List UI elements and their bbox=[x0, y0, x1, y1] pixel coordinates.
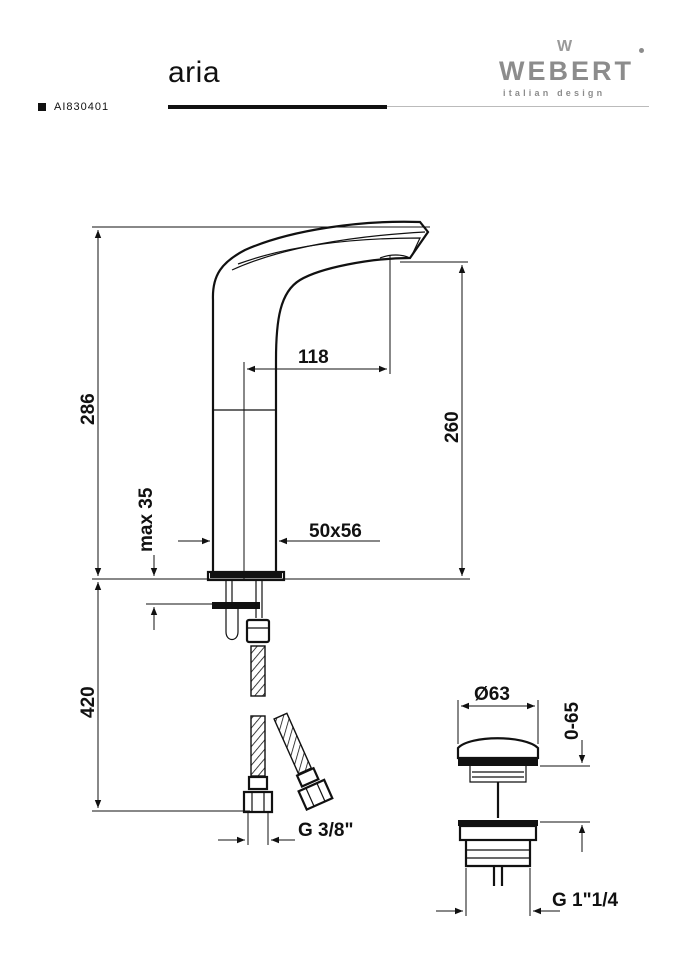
faucet-base-fill bbox=[210, 573, 282, 578]
waste-dimension-lines bbox=[436, 700, 590, 916]
total-height-label: 286 bbox=[78, 393, 99, 425]
mounting-assembly bbox=[212, 580, 271, 644]
hose-length-label: 420 bbox=[78, 686, 99, 718]
brand-logo: W WEBERT italian design bbox=[497, 38, 652, 100]
brand-mark: W bbox=[557, 38, 573, 55]
faucet-body bbox=[206, 220, 430, 582]
bullet-square-icon bbox=[38, 103, 46, 111]
registered-dot-icon bbox=[639, 48, 644, 53]
spout-reach-label: 118 bbox=[298, 347, 329, 368]
spout-height-label: 260 bbox=[442, 411, 463, 443]
waste-lift-label: 0-65 bbox=[562, 702, 583, 740]
flexible-hose bbox=[242, 645, 274, 814]
max-deck-thickness-label: max 35 bbox=[136, 487, 157, 552]
product-name: aria bbox=[168, 56, 221, 89]
hose-connection-label: G 3/8" bbox=[298, 820, 353, 841]
waste-assembly bbox=[456, 737, 540, 886]
dimension-lines bbox=[92, 226, 470, 845]
brand-name: WEBERT bbox=[499, 56, 634, 86]
waste-diameter-label: Ø63 bbox=[474, 684, 510, 705]
hose-nut bbox=[245, 618, 271, 644]
product-code: AI830401 bbox=[54, 101, 110, 113]
base-size-label: 50x56 bbox=[309, 521, 362, 542]
faucet-base bbox=[206, 570, 286, 582]
header-rule bbox=[387, 106, 649, 107]
title-underline bbox=[168, 105, 387, 109]
waste-thread-label: G 1"1/4 bbox=[552, 890, 618, 911]
brand-tagline: italian design bbox=[503, 88, 606, 98]
product-code-row: AI830401 bbox=[38, 101, 109, 113]
flexible-hose-angled bbox=[273, 712, 334, 811]
